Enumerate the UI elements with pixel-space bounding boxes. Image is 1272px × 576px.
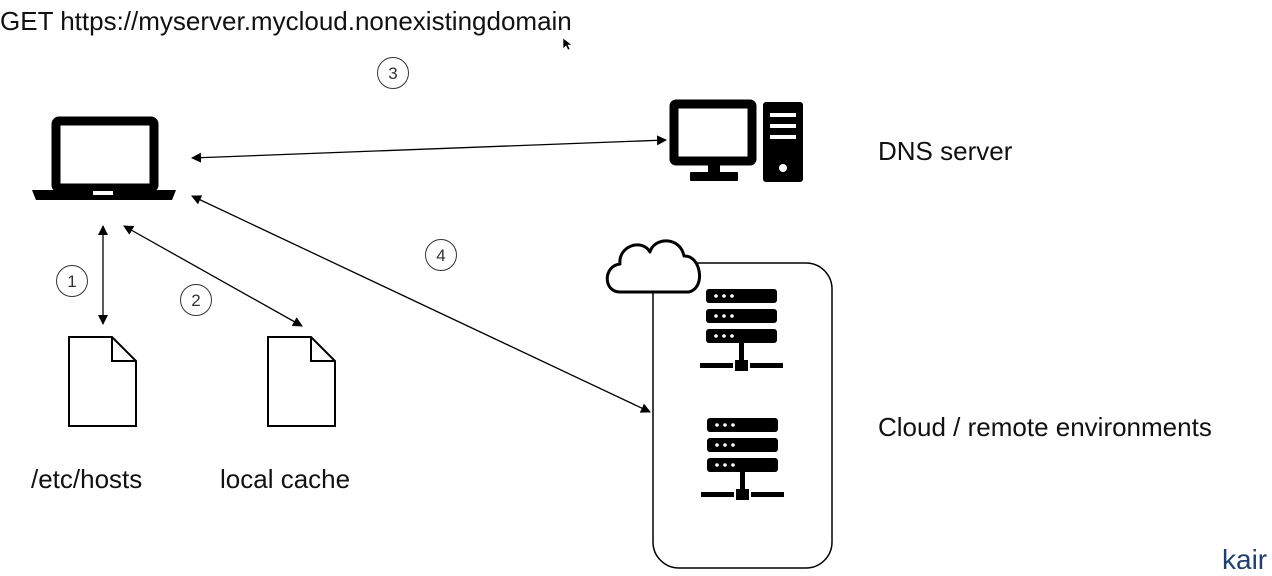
brand-logo-text: kair (1222, 544, 1268, 575)
server-rack-icon (700, 289, 783, 371)
step-number: 4 (436, 246, 445, 265)
step-marker: 2 (180, 284, 212, 316)
document-icon (267, 336, 336, 427)
step-number: 1 (67, 272, 76, 291)
hosts-file-label: /etc/hosts (31, 464, 143, 494)
arrow-dns (191, 135, 667, 163)
cloud-environments-label: Cloud / remote environments (878, 412, 1212, 442)
document-icon (68, 336, 137, 427)
arrow-cache (123, 225, 303, 327)
arrow-cloud (191, 195, 651, 413)
desktop-computer-icon (669, 99, 803, 182)
request-url-label: GET https://myserver.mycloud.nonexisting… (0, 6, 572, 36)
step-number: 3 (388, 64, 397, 83)
cloud-environment-box (652, 262, 833, 569)
mouse-cursor-icon (562, 37, 573, 51)
step-marker: 1 (56, 265, 88, 297)
local-cache-label: local cache (220, 464, 351, 494)
step-marker: 3 (377, 57, 409, 89)
dns-server-label: DNS server (878, 136, 1013, 166)
step-marker: 4 (425, 239, 457, 271)
step-number: 2 (191, 291, 200, 310)
laptop-icon (32, 116, 176, 200)
cloud-icon (605, 239, 702, 294)
server-rack-icon (701, 418, 784, 500)
